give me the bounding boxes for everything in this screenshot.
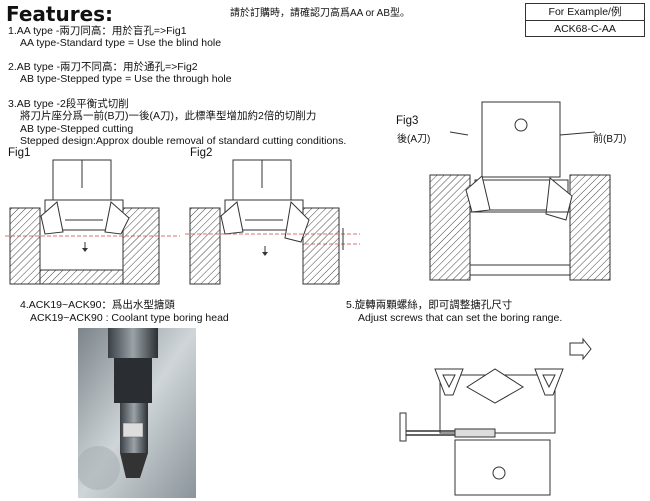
adjust-drawing (399, 337, 592, 496)
fig3-label: Fig3 (396, 115, 419, 127)
order-notice: 請於訂購時，請確認刀高爲AA or AB型。 (230, 8, 411, 19)
ab-type-zh: 2.AB type -兩刀不同高：用於通孔=>Fig2 (8, 61, 198, 73)
section4-en: ACK19~ACK90 : Coolant type boring head (30, 312, 229, 324)
rear-blade-label: 後(A刀) (397, 134, 431, 145)
fig1-label: Fig1 (8, 147, 31, 159)
example-code: ACK68-C-AA (554, 23, 616, 35)
example-label: For Example/例 (526, 4, 644, 21)
section5-en: Adjust screws that can set the boring ra… (358, 312, 563, 324)
fig1-drawing (5, 159, 180, 285)
ab-stepped-en-desc: Stepped design:Approx double removal of … (20, 135, 347, 147)
ab-stepped-zh-desc: 將刀片座分爲一前(B刀)一後(A刀)，此標準型增加約2倍的切削力 (20, 110, 317, 122)
section4-zh: 4.ACK19~ACK90：爲出水型搪頭 (20, 299, 175, 311)
aa-type-zh: 1.AA type -兩刀同高：用於盲孔=>Fig1 (8, 25, 187, 37)
page-title: Features: (6, 2, 114, 26)
fig2-label: Fig2 (190, 147, 213, 159)
section5-zh: 5.旋轉兩顆螺絲，即可調整搪孔尺寸 (346, 299, 513, 311)
fig3-drawing (429, 101, 611, 281)
aa-type-en: AA type-Standard type = Use the blind ho… (20, 37, 222, 49)
ab-stepped-zh: 3.AB type -2段平衡式切削 (8, 98, 129, 110)
ab-type-en: AB type-Stepped type = Use the through h… (20, 73, 232, 85)
front-blade-label: 前(B刀) (593, 134, 627, 145)
example-box: For Example/例 ACK68-C-AA (525, 3, 645, 37)
fig2-drawing (185, 159, 360, 285)
ab-stepped-en: AB type-Stepped cutting (20, 123, 134, 135)
boring-head-photo (78, 328, 196, 498)
